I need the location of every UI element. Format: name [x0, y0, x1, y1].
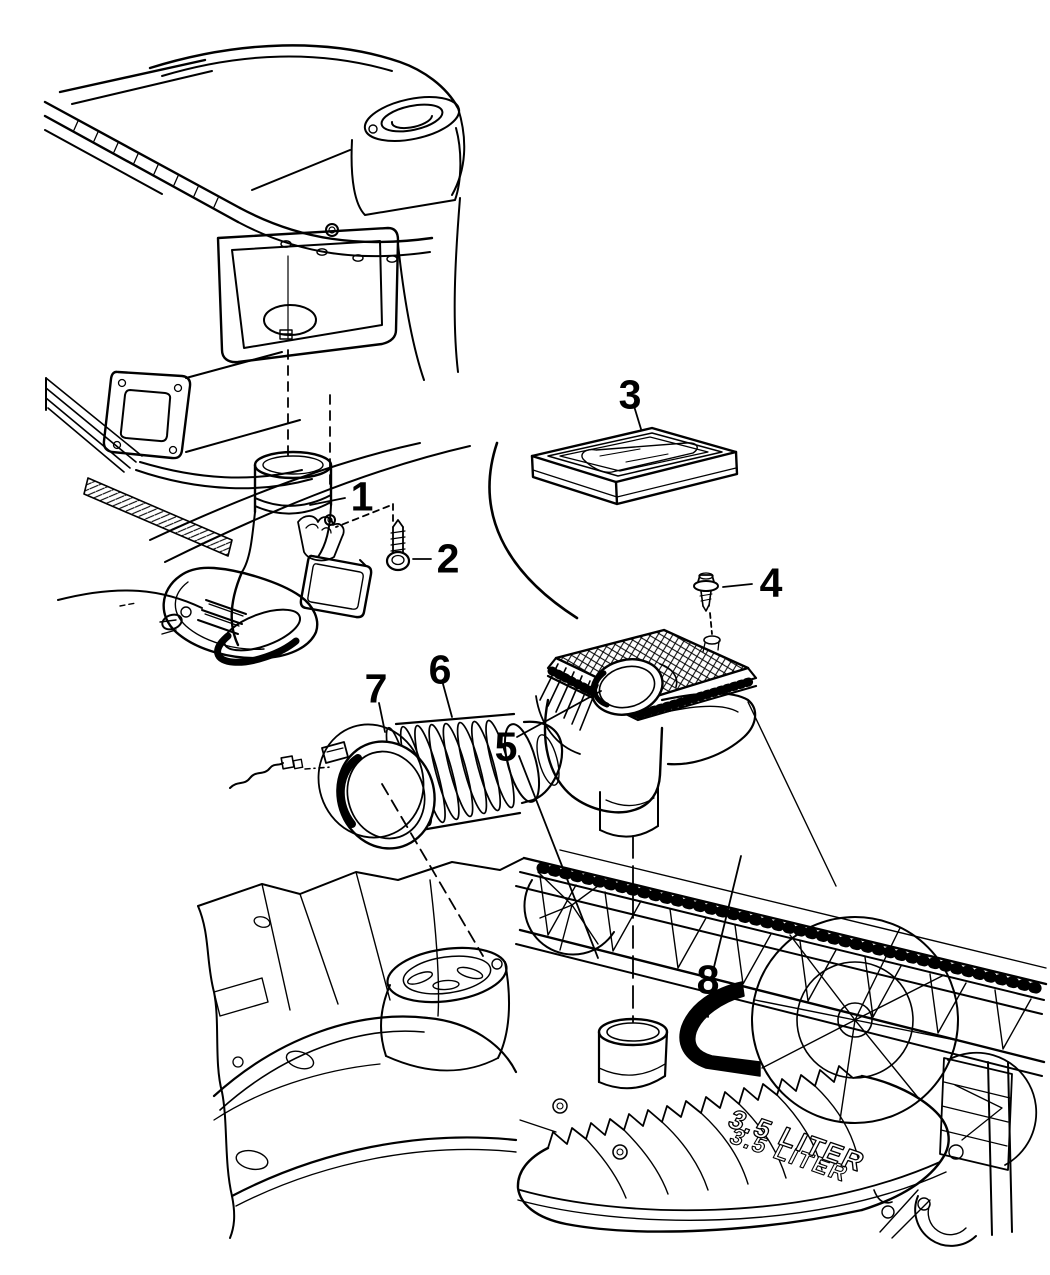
air-inlet-duct	[159, 450, 373, 666]
engine-cover-fins	[547, 1065, 863, 1149]
screw-part-4	[693, 572, 719, 612]
leader-5a	[516, 690, 602, 738]
engine-bay-view	[197, 849, 1050, 1247]
callout-3: 3	[618, 371, 642, 418]
leader-3	[633, 405, 642, 430]
callout-7: 7	[364, 665, 388, 712]
air-cleaner-housing	[535, 628, 758, 838]
leader-1	[309, 497, 346, 506]
screw-part-2	[385, 519, 411, 572]
filter-insertion-arc	[488, 441, 579, 620]
leader-5b	[518, 755, 599, 959]
dash-screw-2	[335, 503, 394, 528]
dash-screw-4	[709, 612, 713, 635]
air-intake-hose	[317, 712, 564, 850]
callout-5: 5	[494, 723, 518, 770]
leader-4	[722, 583, 753, 588]
callout-2: 2	[436, 535, 460, 582]
dash-hose-to-engine	[381, 783, 484, 957]
callout-1: 1	[350, 473, 374, 520]
leader-lines	[287, 349, 837, 1023]
callout-4: 4	[759, 559, 783, 606]
leader-6	[442, 683, 453, 718]
engine-cover-badge: 3.5 LITER 3.5 LITER	[723, 1103, 872, 1187]
leader-7	[378, 702, 386, 733]
clamp-wire-connector	[229, 755, 333, 789]
leader-8a	[713, 855, 742, 968]
leader-housing-mount	[747, 701, 837, 887]
air-filter-element	[488, 426, 739, 620]
callout-6: 6	[428, 646, 452, 693]
callout-8: 8	[696, 956, 720, 1003]
front-end-structure	[43, 44, 471, 631]
